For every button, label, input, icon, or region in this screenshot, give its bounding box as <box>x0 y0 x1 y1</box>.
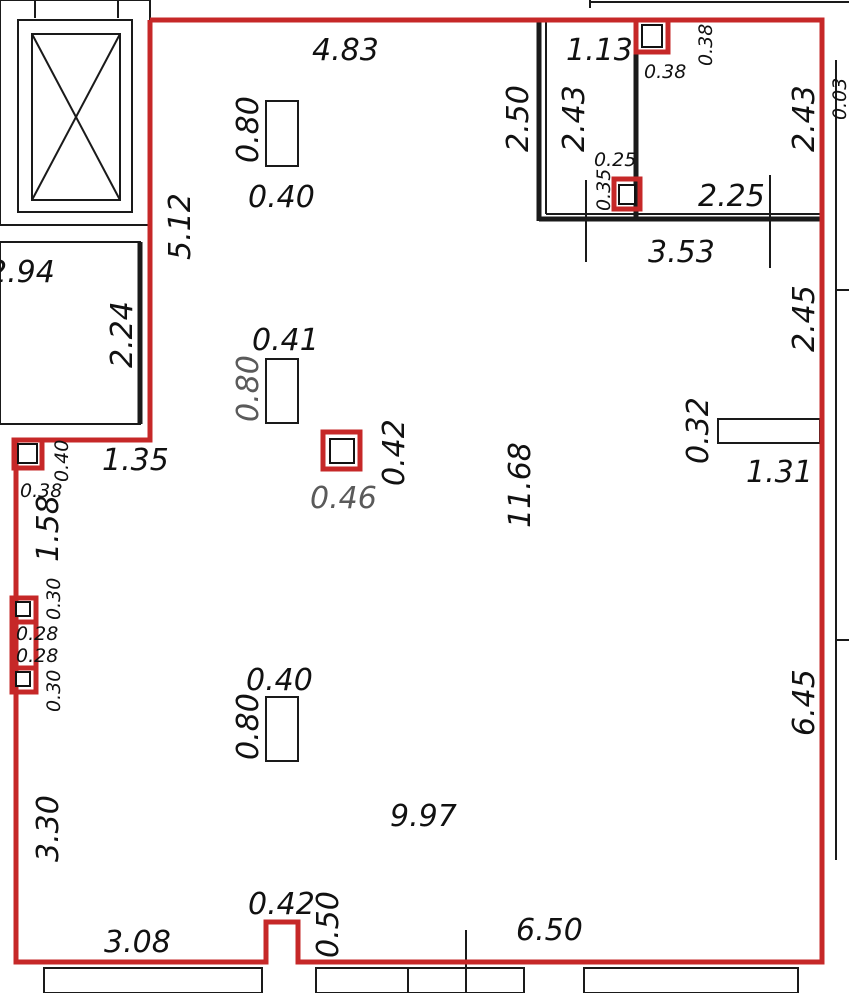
dim-column-tr-height: 0.38 <box>695 24 717 66</box>
dim-column-inner-width: 0.25 <box>594 149 636 171</box>
dim-left-wall-mid: 1.58 <box>31 495 66 562</box>
elevator-cross-line-b <box>31 33 121 201</box>
dim-column-middle-width: 0.46 <box>310 481 377 516</box>
wall-ledge <box>717 418 821 444</box>
bottom-windows <box>43 967 799 993</box>
column-inner <box>611 176 643 212</box>
dim-edge-fragment: 0.03 <box>829 78 849 120</box>
dim-step-width: 1.35 <box>102 443 169 478</box>
columns <box>9 17 671 695</box>
dim-total-height: 11.68 <box>503 442 538 528</box>
niche-bottom <box>9 665 39 695</box>
dim-column-middle-height: 0.42 <box>377 419 412 486</box>
dim-right-wall-lower: 6.45 <box>787 669 822 736</box>
dim-column-inner-height: 0.35 <box>593 169 615 211</box>
dim-pillar-c-height: 0.80 <box>231 693 266 760</box>
dim-room-height: 2.43 <box>787 85 822 152</box>
dim-opening-width: 3.53 <box>648 235 715 270</box>
column-inner-core <box>618 184 636 205</box>
dim-right-wall-upper: 2.45 <box>787 285 822 352</box>
dim-pillar-a-width: 0.40 <box>248 180 315 215</box>
window-bottom-right <box>583 967 799 993</box>
pillar-c <box>265 696 299 762</box>
dim-column-left-height: 0.40 <box>51 440 73 482</box>
column-top-right-core <box>641 24 663 48</box>
dim-bottom-right: 6.50 <box>516 913 583 948</box>
dim-bump-depth: 0.50 <box>311 891 346 958</box>
niche-bottom-core <box>15 671 31 687</box>
dim-neighbor-width: 2.94 <box>0 255 55 290</box>
dim-column-left-width: 0.38 <box>20 480 62 502</box>
dim-pillar-b-height: 0.80 <box>231 355 266 422</box>
dim-neighbor-depth: 2.24 <box>105 301 140 368</box>
dim-pillar-c-width: 0.40 <box>246 663 313 698</box>
dim-closet-width: 1.13 <box>566 33 633 68</box>
dim-room-width: 2.25 <box>698 179 765 214</box>
dim-pillar-b-width: 0.41 <box>252 323 319 358</box>
dim-bump-width: 0.42 <box>248 887 315 922</box>
dim-niche-top-height: 0.30 <box>43 578 65 620</box>
window-bottom-middle <box>315 967 525 993</box>
column-left <box>11 437 45 471</box>
elevator-shaft-outer <box>17 19 133 213</box>
column-top-right <box>633 17 671 55</box>
dim-niche-bottom-width: 0.28 <box>16 645 58 667</box>
elevator-shaft <box>31 33 121 201</box>
dim-closet-height: 2.43 <box>557 85 592 152</box>
dim-left-wall-upper: 5.12 <box>163 193 198 260</box>
dim-left-wall-lower: 3.30 <box>31 795 66 862</box>
column-middle-core <box>329 438 355 464</box>
dimension-labels: 4.83 0.80 0.40 5.12 2.50 2.43 1.13 0.38 … <box>0 24 849 960</box>
window-bottom-left <box>43 967 263 993</box>
column-middle <box>320 429 363 472</box>
dim-corridor-depth: 2.50 <box>501 85 536 152</box>
dim-niche-bottom-height: 0.30 <box>43 670 65 712</box>
pillar-a <box>265 100 299 167</box>
column-left-core <box>17 443 38 464</box>
pillars <box>265 100 821 762</box>
dim-interior-width: 9.97 <box>390 799 457 834</box>
dim-column-tr-width: 0.38 <box>644 61 686 83</box>
dim-top-width: 4.83 <box>312 33 379 68</box>
niche-top-core <box>15 601 31 617</box>
pillar-b <box>265 358 299 424</box>
dim-niche-top-width: 0.28 <box>16 623 58 645</box>
dim-ledge-width: 1.31 <box>746 455 813 490</box>
dim-ledge-depth: 0.32 <box>681 397 716 464</box>
neighbor-structures <box>0 0 849 860</box>
dim-bottom-left: 3.08 <box>104 925 171 960</box>
dim-pillar-a-height: 0.80 <box>231 96 266 163</box>
